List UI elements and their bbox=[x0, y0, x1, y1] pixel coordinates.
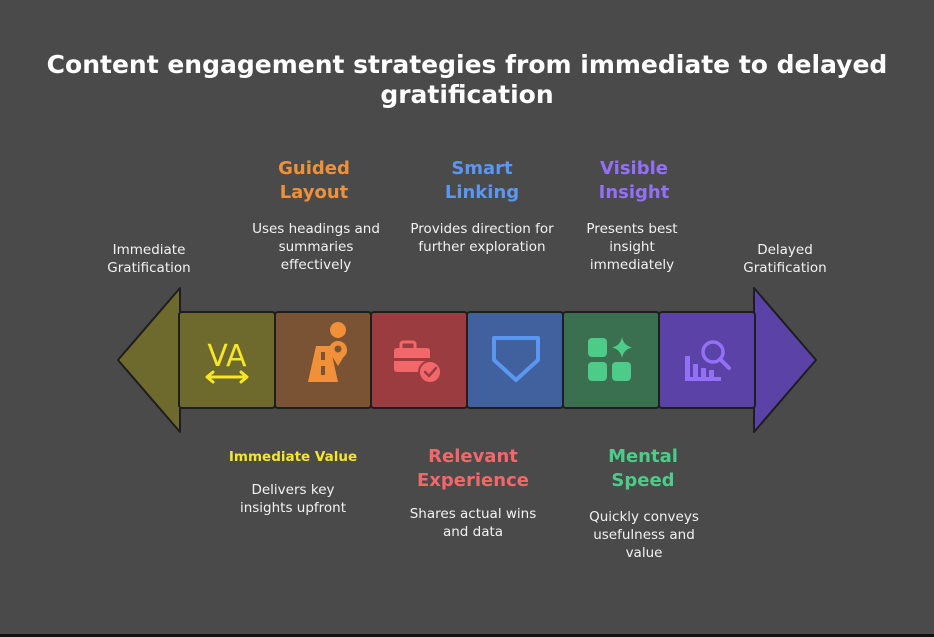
end-label: Delayed Gratification bbox=[743, 242, 827, 276]
step-desc-guided-layout: Uses headings and summaries effectively bbox=[252, 221, 380, 273]
step-desc-visible-insight: Presents best insight immediately bbox=[586, 221, 678, 273]
briefcase-check-icon bbox=[394, 340, 442, 384]
start-label: Immediate Gratification bbox=[107, 242, 191, 276]
text-width-icon: VA bbox=[205, 339, 249, 384]
chart-search-icon bbox=[685, 340, 731, 381]
bottom-border bbox=[0, 634, 934, 637]
step-title-immediate-value: Immediate Value bbox=[228, 449, 358, 465]
step-title-relevant-experience: Relevant Experience bbox=[417, 446, 529, 491]
step-title-visible-insight: Visible Insight bbox=[598, 158, 670, 203]
step-title-mental-speed: Mental Speed bbox=[608, 446, 678, 491]
left-arrow-head bbox=[117, 287, 181, 433]
home-plate-icon bbox=[492, 336, 540, 382]
segment-smart-linking bbox=[466, 311, 564, 409]
right-arrow-head bbox=[753, 287, 817, 433]
step-title-smart-linking: Smart Linking bbox=[444, 158, 520, 203]
step-desc-relevant-experience: Shares actual wins and data bbox=[409, 506, 537, 540]
step-desc-smart-linking: Provides direction for further explorati… bbox=[410, 221, 554, 255]
diagram-title: Content engagement strategies from immed… bbox=[46, 50, 888, 109]
apps-sparkle-icon bbox=[588, 337, 632, 381]
step-desc-mental-speed: Quickly conveys usefulness and value bbox=[589, 509, 699, 561]
step-title-guided-layout: Guided Layout bbox=[278, 158, 350, 203]
segment-mental-speed bbox=[562, 311, 660, 409]
road-pin-icon bbox=[308, 322, 347, 382]
step-desc-immediate-value: Delivers key insights upfront bbox=[239, 482, 347, 516]
svg-text:VA: VA bbox=[207, 339, 247, 374]
